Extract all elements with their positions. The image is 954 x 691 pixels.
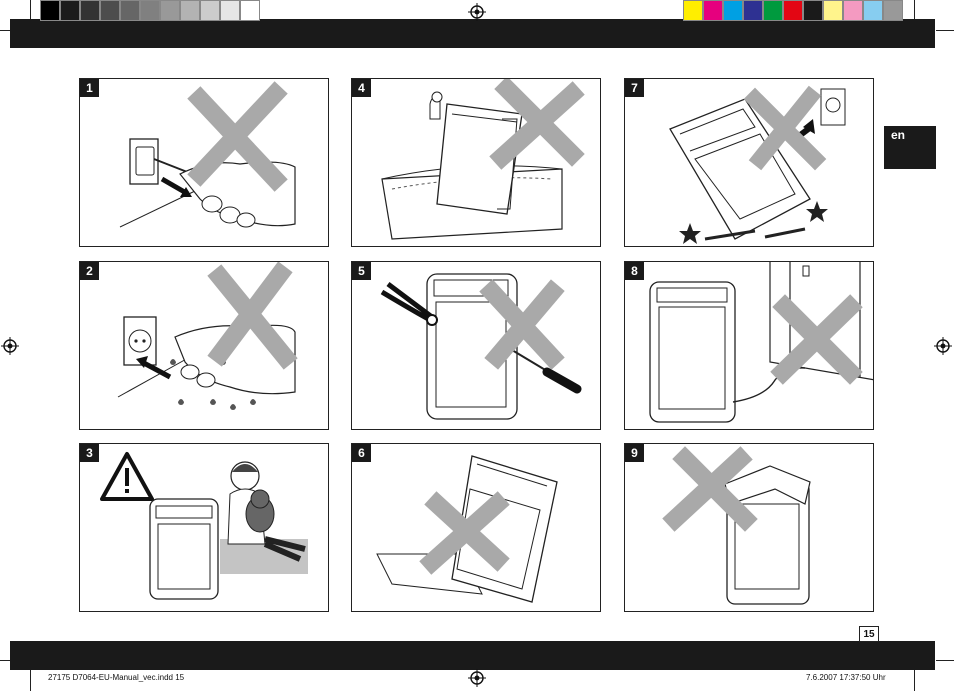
registration-mark-icon <box>934 337 952 355</box>
illustration-no-fall <box>669 85 846 244</box>
illustration-no-cable-under-door <box>649 262 873 423</box>
panel-3: 3 <box>79 443 329 612</box>
crop-mark <box>0 660 10 661</box>
panel-number: 2 <box>80 262 99 280</box>
panel-number: 6 <box>352 444 371 462</box>
color-swatch <box>140 0 160 21</box>
panel-6: 6 <box>351 443 601 612</box>
registration-mark-icon <box>1 337 19 355</box>
registration-mark-icon <box>468 3 486 21</box>
color-swatch <box>743 0 763 21</box>
panel-5: 5 <box>351 261 601 430</box>
color-swatch <box>100 0 120 21</box>
illustration-no-tilt <box>376 455 558 603</box>
crop-mark <box>30 670 31 691</box>
panel-number: 5 <box>352 262 371 280</box>
color-swatch <box>120 0 140 21</box>
header-band <box>10 19 935 48</box>
registration-mark-icon <box>468 669 486 687</box>
color-control-bar <box>683 0 903 21</box>
color-swatch <box>220 0 240 21</box>
panel-number: 8 <box>625 262 644 280</box>
panel-number: 3 <box>80 444 99 462</box>
panel-8: 8 <box>624 261 874 430</box>
crop-mark <box>30 0 31 19</box>
illustration-pull-cable <box>119 81 296 228</box>
color-swatch <box>783 0 803 21</box>
footer-file-label: 27175 D7064-EU-Manual_vec.indd 15 <box>48 673 185 682</box>
panel-number: 4 <box>352 79 371 97</box>
color-swatch <box>683 0 703 21</box>
footer-band <box>10 641 935 670</box>
color-swatch <box>863 0 883 21</box>
color-swatch <box>703 0 723 21</box>
grayscale-control-bar <box>40 0 260 21</box>
illustration-no-tools <box>380 273 582 420</box>
color-swatch <box>80 0 100 21</box>
panel-7: 7 <box>624 78 874 247</box>
panel-number: 7 <box>625 79 644 97</box>
color-swatch <box>763 0 783 21</box>
crop-mark <box>914 670 915 691</box>
panel-4: 4 <box>351 78 601 247</box>
color-swatch <box>160 0 180 21</box>
color-swatch <box>803 0 823 21</box>
color-swatch <box>60 0 80 21</box>
panel-2: 2 <box>79 261 329 430</box>
color-swatch <box>723 0 743 21</box>
color-swatch <box>843 0 863 21</box>
language-tab: en <box>884 126 936 169</box>
color-swatch <box>240 0 260 21</box>
crop-mark <box>0 30 10 31</box>
illustration-wet-hands <box>117 262 298 410</box>
panel-number: 1 <box>80 79 99 97</box>
illustration-child-warning <box>100 452 308 600</box>
panel-1: 1 <box>79 78 329 247</box>
panel-9: 9 <box>624 443 874 612</box>
color-swatch <box>40 0 60 21</box>
illustration-no-cover <box>662 446 811 605</box>
panel-number: 9 <box>625 444 644 462</box>
color-swatch <box>200 0 220 21</box>
crop-mark <box>914 0 915 19</box>
color-swatch <box>823 0 843 21</box>
crop-mark <box>936 30 954 31</box>
footer-timestamp: 7.6.2007 17:37:50 Uhr <box>806 673 886 682</box>
color-swatch <box>883 0 903 21</box>
crop-mark <box>936 660 954 661</box>
color-swatch <box>180 0 200 21</box>
page-number: 15 <box>859 626 879 642</box>
illustration-no-water <box>381 79 585 240</box>
